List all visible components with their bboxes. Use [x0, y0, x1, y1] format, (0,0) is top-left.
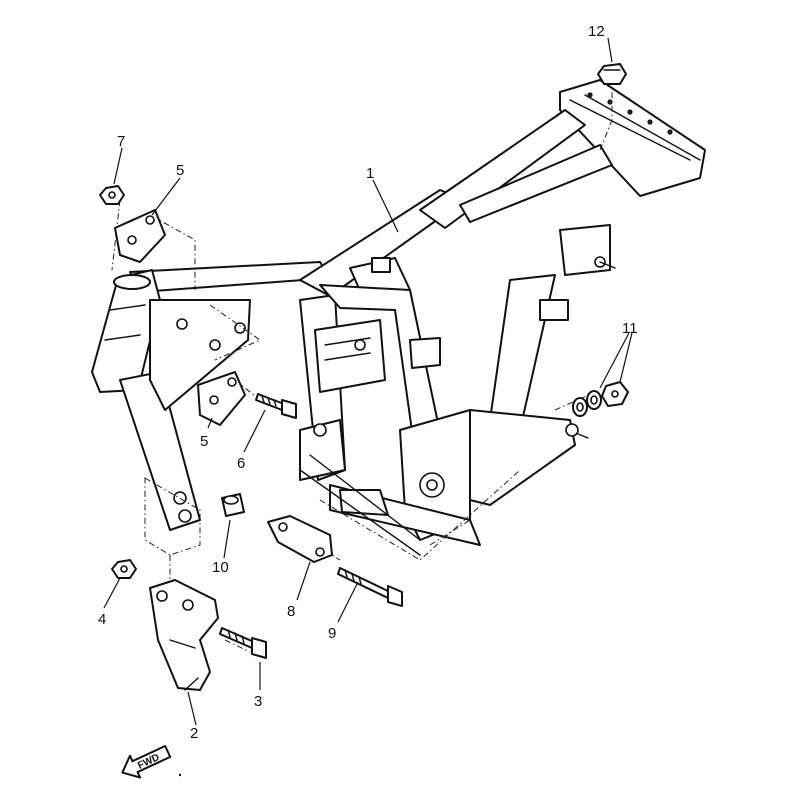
callout-labels: 1 2 3 4 5 5 6 7 8 9 10 11 12 [98, 23, 638, 742]
long-bolt-9 [337, 567, 403, 607]
callout-4: 4 [98, 611, 106, 628]
mount-plate-5-lower [197, 371, 246, 426]
main-frame [91, 79, 706, 556]
collar-10 [221, 493, 245, 517]
engine-bracket-8 [267, 515, 333, 563]
callout-7: 7 [117, 133, 125, 150]
callout-12: 12 [588, 23, 605, 40]
callout-3: 3 [254, 693, 262, 710]
nut-7 [99, 185, 125, 205]
callout-9: 9 [328, 625, 336, 642]
nut-4 [111, 559, 137, 579]
engine-bracket-2 [149, 579, 219, 691]
leader-lines [103, 37, 633, 726]
callout-11: 11 [622, 320, 638, 337]
callout-5-upper: 5 [176, 162, 184, 179]
callout-8: 8 [287, 603, 295, 620]
callout-5-lower: 5 [200, 433, 208, 450]
cap-nut-12 [597, 63, 627, 85]
small-dot [178, 773, 182, 777]
callout-6: 6 [237, 455, 245, 472]
fwd-label: FWD [136, 752, 161, 772]
callout-1: 1 [366, 165, 374, 182]
mount-plate-5-upper [114, 209, 166, 263]
forward-direction-badge: FWD [121, 744, 172, 779]
bolt-3 [219, 627, 267, 659]
bolt-6 [255, 393, 297, 419]
callout-2: 2 [190, 725, 198, 742]
callout-10: 10 [212, 559, 229, 576]
